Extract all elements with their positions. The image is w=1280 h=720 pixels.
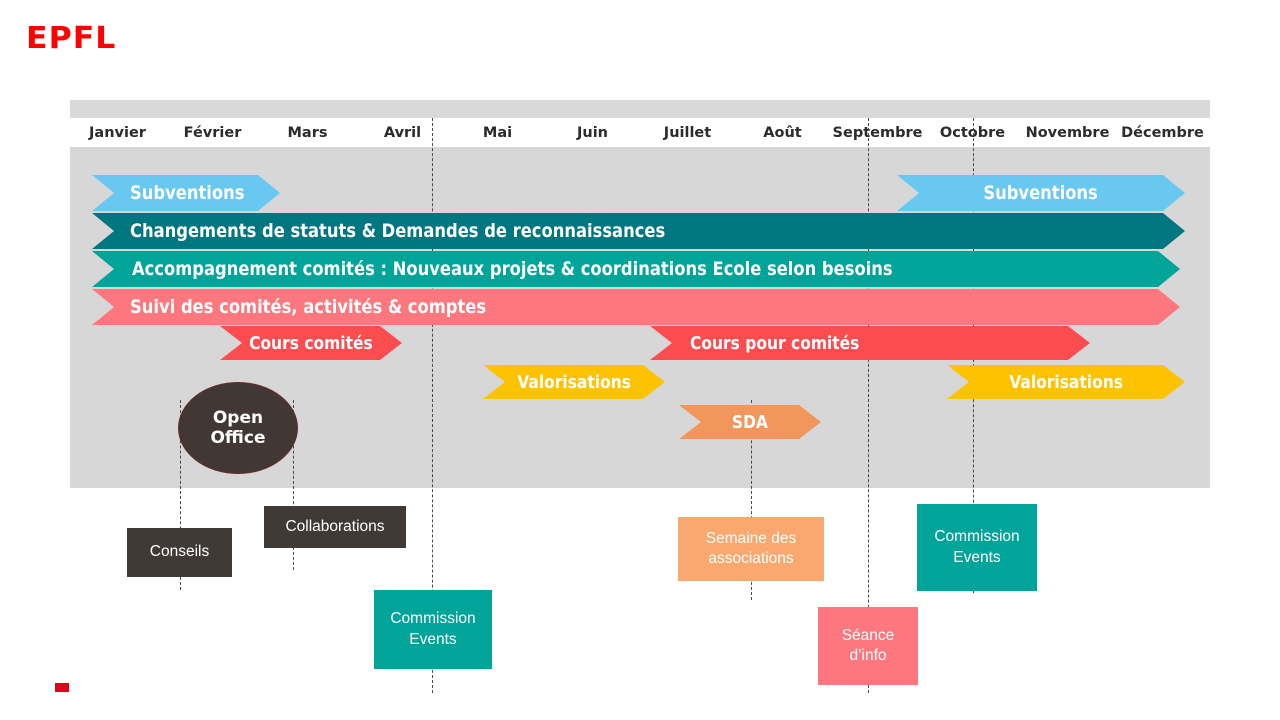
semaine-guide <box>751 400 752 600</box>
bar-changements-statuts-label: Changements de statuts & Demandes de rec… <box>130 220 666 242</box>
bar-valorisations-2[interactable]: Valorisations <box>947 365 1185 399</box>
bar-valorisations-1[interactable]: Valorisations <box>483 365 665 399</box>
bar-subventions-1-label: Subventions <box>130 182 245 204</box>
month-label-mars: Mars <box>287 124 328 141</box>
bar-cours-comites-label: Cours comités <box>249 332 373 354</box>
month-header-row: Janvier Février Mars Avril Mai Juin Juillet Aoû… <box>70 118 1210 147</box>
month-label-janvier: Janvier <box>89 124 146 141</box>
bar-subventions-2[interactable]: Subventions <box>897 175 1185 211</box>
bar-cours-pour-comites[interactable]: Cours pour comités <box>650 326 1090 360</box>
epfl-logo: EPFL <box>26 21 117 56</box>
timeline-top-strip <box>70 100 1210 118</box>
month-label-septembre: Septembre <box>832 124 923 141</box>
bar-accompagnement-comites[interactable]: Accompagnement comités : Nouveaux projet… <box>92 251 1180 287</box>
month-label-mai: Mai <box>482 124 513 141</box>
month-label-fvrier: Février <box>183 124 242 141</box>
callout-conseils-label: Conseils <box>149 543 210 561</box>
bar-sda[interactable]: SDA <box>679 405 821 439</box>
month-label-aot: Août <box>763 124 802 141</box>
octobre-guide <box>868 118 869 693</box>
bar-cours-comites[interactable]: Cours comités <box>220 326 402 360</box>
bar-subventions-1[interactable]: Subventions <box>92 175 280 211</box>
footer-red-mark <box>55 683 69 692</box>
bar-valorisations-2-label: Valorisations <box>1009 371 1123 393</box>
month-label-octobre: Octobre <box>939 124 1006 141</box>
month-label-juin: Juin <box>576 124 608 141</box>
callout-conseils[interactable]: Conseils <box>127 528 232 577</box>
month-label-dcembre: Décembre <box>1121 124 1204 141</box>
bar-suivi-comites[interactable]: Suivi des comités, activités & comptes <box>92 289 1180 325</box>
conseils-guide <box>180 400 181 590</box>
bar-changements-statuts[interactable]: Changements de statuts & Demandes de rec… <box>92 213 1185 249</box>
month-label-avril: Avril <box>383 124 422 141</box>
callout-collaborations-label: Collaborations <box>285 517 385 535</box>
callout-collaborations[interactable]: Collaborations <box>264 506 406 548</box>
bar-suivi-comites-label: Suivi des comités, activités & comptes <box>130 296 487 318</box>
collaborations-guide <box>293 400 294 570</box>
month-label-juillet: Juillet <box>663 124 712 141</box>
bar-subventions-2-label: Subventions <box>983 182 1099 204</box>
bar-cours-pour-comites-label: Cours pour comités <box>690 332 860 354</box>
bar-sda-label: SDA <box>732 411 768 433</box>
month-label-novembre: Novembre <box>1025 124 1110 141</box>
bar-accompagnement-comites-label: Accompagnement comités : Nouveaux projet… <box>132 258 893 280</box>
mai-guide <box>432 118 433 693</box>
bar-valorisations-1-label: Valorisations <box>517 371 631 393</box>
